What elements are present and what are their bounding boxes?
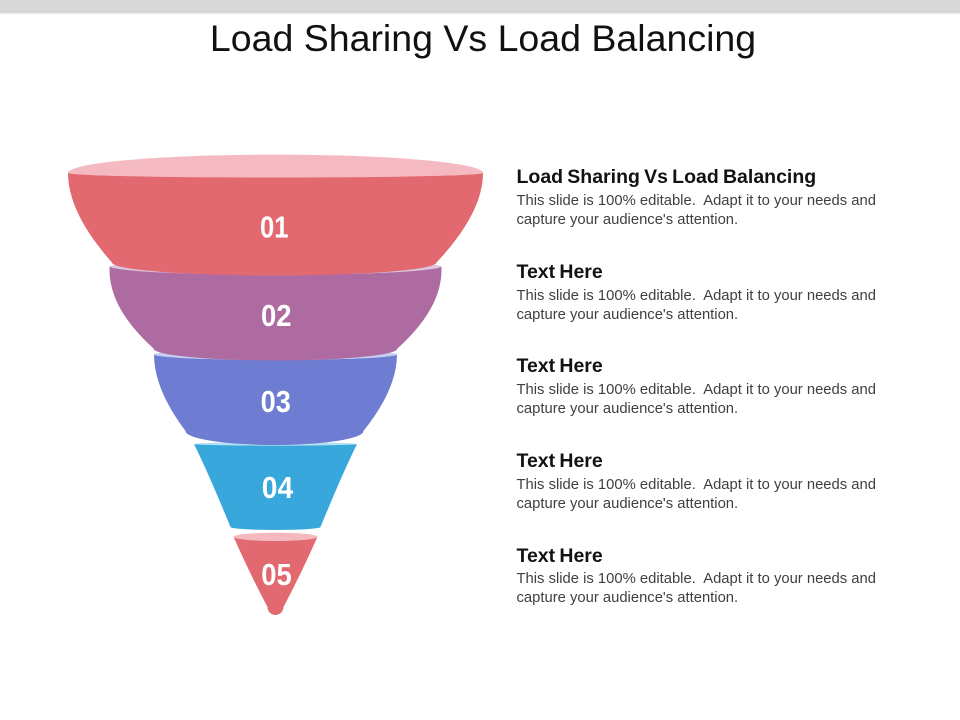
svg-text:02: 02 [261, 299, 292, 333]
svg-text:03: 03 [261, 385, 291, 419]
svg-text:01: 01 [260, 211, 289, 245]
svg-text:04: 04 [262, 471, 293, 505]
svg-text:05: 05 [261, 558, 291, 592]
